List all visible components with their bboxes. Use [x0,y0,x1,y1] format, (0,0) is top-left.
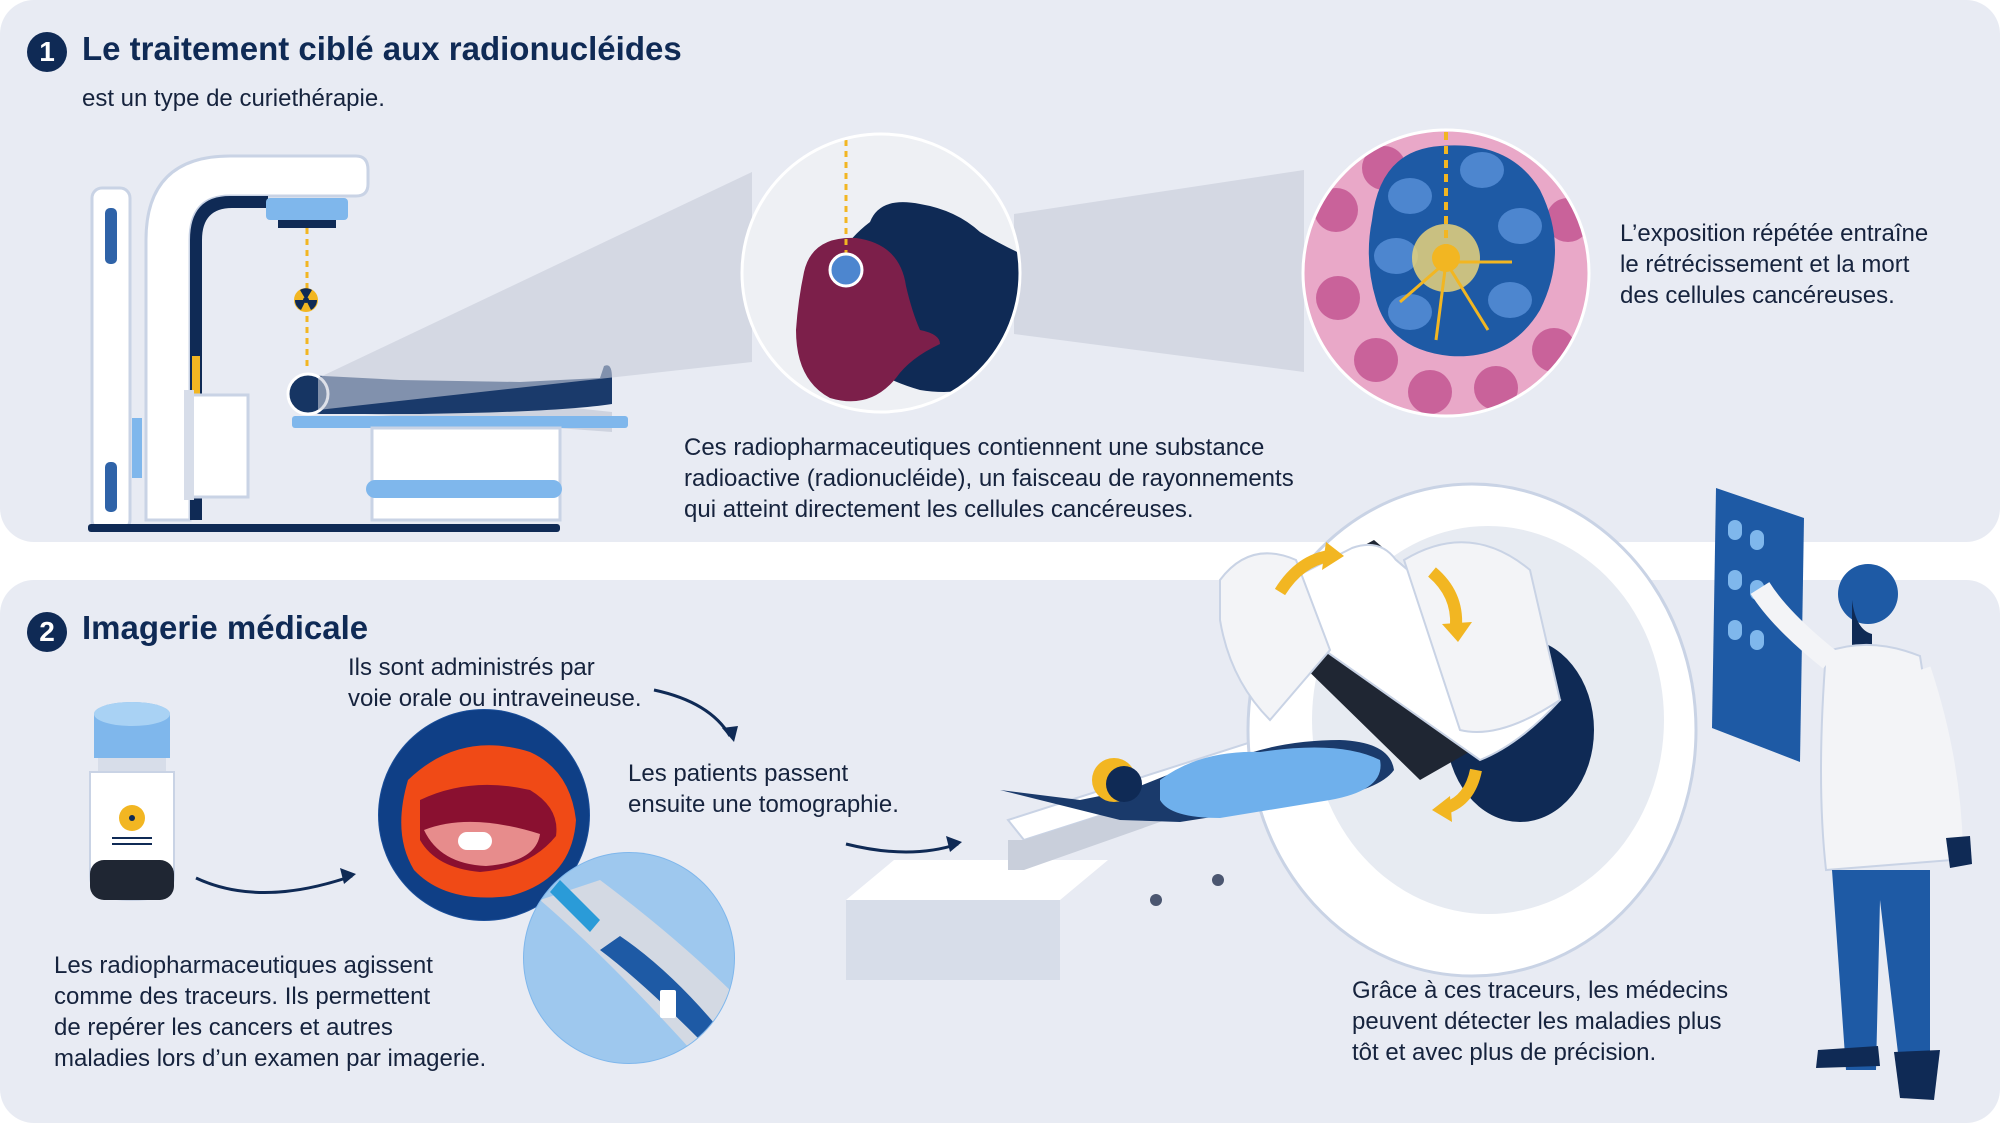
section-1-title: Le traitement ciblé aux radionucléides [82,30,682,67]
section-2-title: Imagerie médicale [82,609,369,646]
section-1-number: 1 [27,32,67,72]
caption-radionuclide: Ces radiopharmaceutiques contiennent une… [684,434,1294,523]
zoom-beam [1014,170,1304,372]
arrow-icon [653,688,738,742]
vial [89,702,175,902]
cells-zoom-circle [1301,128,1591,418]
zoom-beam [318,172,752,410]
caption-tomography: Les patients passent ensuite une tomogra… [628,760,899,818]
section-1-subtitle: est un type de curiethérapie. [82,85,385,112]
arrow-icon [195,868,356,894]
head-zoom-circle [740,132,1022,414]
rotation-arrow-icon [1274,542,1344,596]
rotation-arrow-icon [1432,768,1482,822]
caption-administration: Ils sont administrés par voie orale ou i… [348,654,642,712]
doctor [1712,488,1972,1100]
caption-detection: Grâce à ces traceurs, les médecins peuve… [1352,977,1729,1066]
caption-tracers: Les radiopharmaceutiques agissent comme … [54,952,487,1072]
caption-cell-death: L’exposition répétée entraîne le rétréci… [1620,220,1929,309]
section-2-number: 2 [27,612,67,652]
arrow-icon [845,836,962,854]
scan-patient [1000,740,1394,822]
pet-scanner [846,482,1698,980]
injection-circle [523,852,735,1064]
radiation-icon [294,288,318,312]
rotation-arrow-icon [1427,567,1472,642]
mouth-circle [378,709,590,921]
